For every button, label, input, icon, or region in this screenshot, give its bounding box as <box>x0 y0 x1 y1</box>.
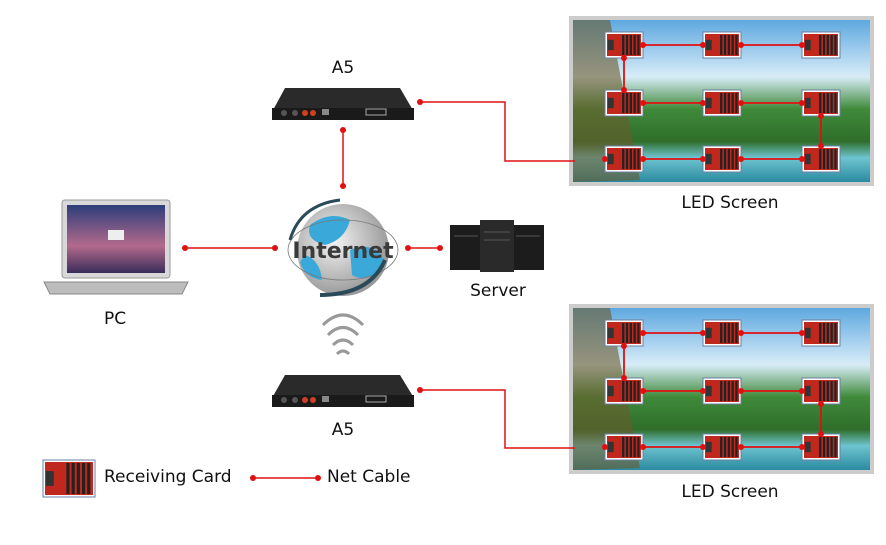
cable-endpoints <box>182 99 443 481</box>
cable-endpoint <box>738 156 744 162</box>
cable-endpoint <box>818 113 824 119</box>
led-screen-bottom-label: LED Screen <box>681 482 779 502</box>
receiving-card-icon <box>604 319 644 347</box>
cable-endpoint <box>738 100 744 106</box>
cable-endpoint <box>700 156 706 162</box>
server-label: Server <box>470 281 526 301</box>
cable-endpoint <box>640 42 646 48</box>
receiving-card-icon <box>42 459 96 498</box>
cable-endpoint <box>640 100 646 106</box>
cable-endpoint <box>700 388 706 394</box>
a5-top-label: A5 <box>331 58 355 78</box>
cable-endpoint <box>621 55 627 61</box>
receiving-card-icon <box>604 433 644 461</box>
legend-receiving-card-label: Receiving Card <box>104 467 232 487</box>
led-screen-top <box>569 16 874 186</box>
receiving-card-icon <box>801 31 841 59</box>
cable-endpoint <box>621 375 627 381</box>
cable-endpoint <box>799 100 805 106</box>
a5-bottom-label: A5 <box>331 420 355 440</box>
cable-endpoint <box>700 330 706 336</box>
legend-net-cable-label: Net Cable <box>327 467 411 487</box>
cable-endpoint <box>602 444 608 450</box>
pc-label: PC <box>103 309 127 329</box>
receiving-card-icon <box>702 377 742 405</box>
receiving-card-icon <box>604 377 644 405</box>
cable-endpoint <box>818 143 824 149</box>
server-icon <box>450 220 544 272</box>
receiving-card-icon <box>604 31 644 59</box>
internet-globe-icon: Internet <box>287 198 399 297</box>
net-cables <box>185 101 575 479</box>
receiving-card-icon <box>702 145 742 173</box>
cable-endpoint <box>640 388 646 394</box>
cable-endpoint <box>640 444 646 450</box>
cable-endpoint <box>640 330 646 336</box>
a5-controller-bottom-icon <box>272 375 414 407</box>
receiving-card-icon <box>702 89 742 117</box>
cable-endpoint <box>700 42 706 48</box>
cable-endpoint <box>602 156 608 162</box>
receiving-card-icon <box>801 433 841 461</box>
cable-endpoint <box>799 42 805 48</box>
cable-endpoint <box>738 388 744 394</box>
receiving-card-icon <box>801 145 841 173</box>
cable-endpoint <box>621 87 627 93</box>
receiving-card-icon <box>801 377 841 405</box>
led-screen-top-label: LED Screen <box>681 193 779 213</box>
wireless-signal-icon <box>321 313 365 356</box>
cable-endpoint <box>738 42 744 48</box>
a5-controller-top-icon <box>272 88 414 120</box>
cable-endpoint <box>640 156 646 162</box>
receiving-card-icon <box>702 31 742 59</box>
cable-endpoint <box>799 330 805 336</box>
cable-endpoint <box>621 343 627 349</box>
receiving-card-legend-icon <box>42 459 96 498</box>
cable-endpoint <box>738 444 744 450</box>
receiving-card-icon <box>702 433 742 461</box>
cable-endpoint <box>799 156 805 162</box>
cable-endpoint <box>738 330 744 336</box>
receiving-card-icon <box>702 319 742 347</box>
cable-endpoint <box>799 388 805 394</box>
cable-endpoint <box>700 444 706 450</box>
receiving-card-icon <box>604 89 644 117</box>
receiving-card-icon <box>604 145 644 173</box>
led-screen-bottom <box>569 304 874 474</box>
cable-endpoint <box>799 444 805 450</box>
receiving-card-icon <box>801 319 841 347</box>
pc-laptop-icon <box>43 199 189 295</box>
cable-endpoint <box>700 100 706 106</box>
internet-label: Internet <box>292 239 394 264</box>
cable-endpoint <box>818 401 824 407</box>
receiving-card-icon <box>801 89 841 117</box>
cable-endpoint <box>818 431 824 437</box>
